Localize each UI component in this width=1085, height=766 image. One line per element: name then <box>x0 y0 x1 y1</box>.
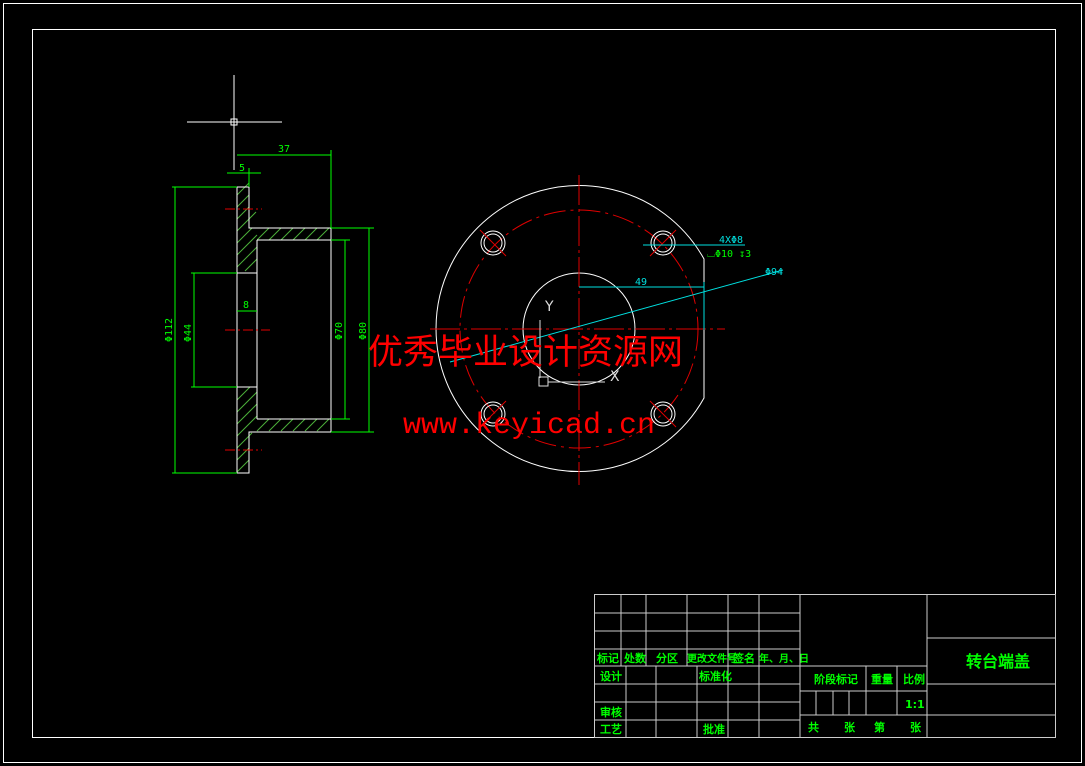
ucs-x-label: X <box>610 369 620 385</box>
ucs-icon <box>538 320 605 387</box>
label-design: 设计 <box>600 669 622 683</box>
dimension-lines <box>172 150 374 474</box>
dim-d112: Φ112 <box>164 318 175 342</box>
label-standardize: 标准化 <box>698 669 732 683</box>
watermark-url: www.keyicad.cn <box>403 409 655 443</box>
dim-d94: Φ94 <box>765 267 783 278</box>
label-sheets1: 张 <box>844 720 856 734</box>
label-approve: 批准 <box>703 722 725 736</box>
label-total: 共 <box>808 720 819 734</box>
dim-d70: Φ70 <box>334 322 345 340</box>
label-sheets2: 张 <box>910 720 922 734</box>
hatching <box>236 182 330 473</box>
dim-49: 49 <box>635 277 647 288</box>
header-date: 年、月、日 <box>759 652 809 665</box>
front-view: 49 Φ94 4XΦ8 ⌴Φ10 ↧3 Y X <box>430 175 784 485</box>
dim-8: 8 <box>243 300 249 311</box>
dim-d44: Φ44 <box>183 324 194 342</box>
dim-5: 5 <box>239 163 245 174</box>
watermark-cn: 优秀毕业设计资源网 <box>368 333 683 373</box>
header-zone: 分区 <box>656 651 678 665</box>
bolt-holes <box>480 230 676 427</box>
inner-frame <box>32 29 1056 738</box>
label-page: 第 <box>874 720 885 734</box>
dim-d80: Φ80 <box>358 322 369 340</box>
label-ratio: 比例 <box>903 672 925 686</box>
hole-centerlines <box>479 229 677 428</box>
centerlines <box>225 208 270 451</box>
title-block-text: 标记 处数 分区 更改文件号 签名 年、月、日 设计 标准化 审核 工艺 批准 … <box>596 651 1030 736</box>
crosshair-cursor-icon <box>187 75 282 170</box>
section-view: 37 5 8 Φ112 Φ44 Φ70 Φ80 <box>164 144 374 474</box>
label-stage-mark: 阶段标记 <box>814 672 858 686</box>
header-count: 处数 <box>623 651 647 665</box>
title-block-grid <box>594 594 1056 738</box>
leader-lines <box>449 244 784 363</box>
dim-37: 37 <box>278 144 290 155</box>
dim-counterbore: ⌴Φ10 ↧3 <box>707 249 751 260</box>
dim-holes: 4XΦ8 <box>719 235 743 246</box>
header-mark: 标记 <box>596 651 619 665</box>
scale-value: 1:1 <box>905 698 925 711</box>
outer-border <box>3 3 1082 763</box>
header-doc-no: 更改文件号 <box>687 652 737 665</box>
header-sign: 签名 <box>732 651 755 665</box>
label-review: 审核 <box>600 705 622 719</box>
label-weight: 重量 <box>871 672 893 686</box>
drawing-title: 转台端盖 <box>966 652 1030 671</box>
ucs-y-label: Y <box>544 299 554 315</box>
label-process: 工艺 <box>600 722 622 736</box>
